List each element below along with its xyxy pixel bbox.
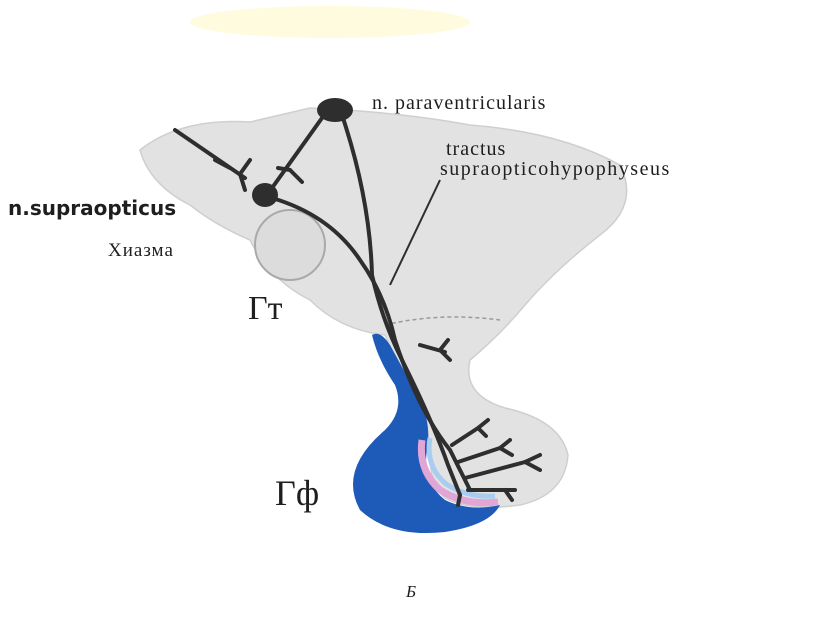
label-supraopticus: n.supraopticus [8,196,176,220]
label-hypothalamus: Гт [248,290,283,328]
label-supraopticohypophyseus: supraopticohypophyseus [440,158,671,181]
label-hypophysis: Гф [275,472,319,514]
yellow-blur [190,6,470,38]
label-paraventricularis: n. paraventricularis [372,92,546,115]
label-panel: Б [406,582,416,602]
label-chiasm: Хиазма [108,240,174,262]
optic-chiasm [255,210,325,280]
